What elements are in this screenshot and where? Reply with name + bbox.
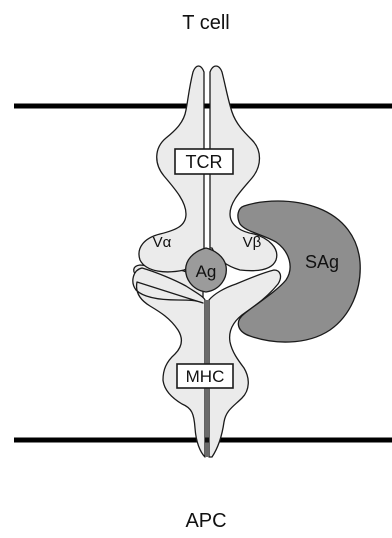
antigen-label: Ag (196, 262, 217, 281)
t-cell-label: T cell (182, 12, 229, 34)
tcr-label-box (174, 148, 234, 175)
tcr-label: TCR (186, 152, 223, 172)
superantigen (237, 200, 361, 343)
mhc-left-body (132, 267, 206, 458)
mhc-label: MHC (186, 367, 225, 386)
v-alpha-label: Vα (153, 234, 172, 251)
v-beta-label: Vβ (243, 234, 262, 251)
mhc-label-box (176, 363, 234, 389)
superantigen-label: SAg (305, 252, 339, 272)
mhc-right-body (208, 269, 282, 458)
mhc-molecule (132, 264, 282, 458)
apc-label: APC (185, 510, 226, 532)
tcr-beta-chain (209, 65, 278, 272)
antigen-peptide (185, 247, 227, 293)
